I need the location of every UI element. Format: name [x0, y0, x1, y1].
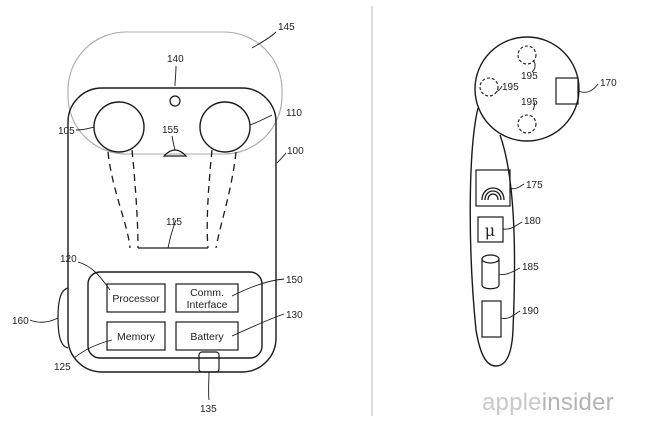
battery-label: Battery [190, 331, 224, 343]
battery-box [175, 321, 239, 351]
memory-label: Memory [117, 331, 156, 343]
ref-110: 110 [286, 108, 302, 119]
ref-105: 105 [58, 126, 75, 137]
earbud-figure: μ 170 195 195 195 175 180 185 190 [469, 36, 617, 367]
ref-185: 185 [522, 262, 539, 273]
processor-box [106, 283, 166, 313]
memory-box [106, 321, 166, 351]
component-box-190 [481, 300, 502, 338]
ref-190: 190 [522, 306, 539, 317]
earbud-stems [107, 149, 237, 249]
wireless-icon [481, 187, 505, 201]
earbud-head [474, 36, 580, 142]
battery-cylinder-185 [481, 259, 500, 290]
ref-180: 180 [524, 216, 541, 227]
ref-155: 155 [162, 125, 179, 136]
sensor-195-top [517, 45, 537, 65]
case-lid [67, 31, 283, 155]
indicator-light [169, 95, 181, 107]
magnet [162, 149, 188, 157]
case-figure: Processor Comm. Interface Memory Battery [12, 22, 304, 415]
micro-symbol: μ [485, 221, 495, 240]
micro-box-180 [477, 216, 504, 243]
comm-interface-label-2: Interface [187, 299, 228, 311]
ref-100: 100 [287, 146, 304, 157]
appleinsider-watermark: appleinsider [482, 389, 614, 416]
battery-cylinder-top [481, 254, 500, 264]
comm-interface-label-1: Comm. [190, 287, 224, 299]
ref-175: 175 [526, 180, 543, 191]
left-leader-lines [29, 31, 287, 401]
sensor-195-left [479, 77, 499, 97]
ref-125: 125 [54, 362, 71, 373]
ref-195-bottom: 195 [521, 97, 538, 108]
ref-195-left: 195 [502, 82, 519, 93]
earbud-right [199, 101, 251, 153]
processor-label: Processor [112, 293, 160, 305]
speaker-box-170 [555, 77, 579, 105]
earbud-stem [469, 107, 516, 367]
side-button [57, 287, 69, 349]
comm-interface-box [175, 283, 239, 313]
case-body [67, 87, 277, 373]
ref-115: 115 [166, 217, 182, 228]
right-leader-lines [495, 59, 599, 319]
ref-140: 140 [167, 54, 184, 65]
ref-120: 120 [60, 254, 77, 265]
ref-195-top: 195 [521, 71, 538, 82]
sensor-195-bottom [517, 114, 537, 134]
ref-145: 145 [278, 22, 295, 33]
ref-160: 160 [12, 316, 29, 327]
ref-135: 135 [200, 404, 217, 415]
connector-port [198, 351, 220, 373]
earbud-left [93, 101, 145, 153]
ref-150: 150 [286, 275, 303, 286]
electronics-enclosure [87, 271, 263, 359]
ref-130: 130 [286, 310, 303, 321]
ref-170: 170 [600, 78, 617, 89]
